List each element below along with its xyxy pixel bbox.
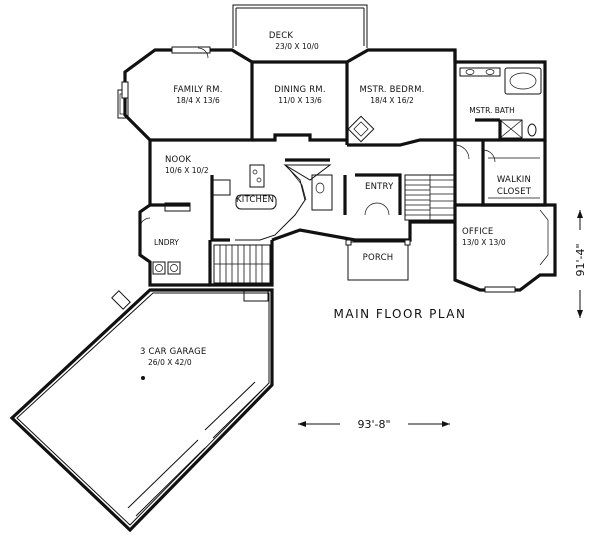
master-bath-label: MSTR. BATH	[469, 106, 514, 115]
interior-details	[117, 46, 549, 293]
master-bedroom-size: 18/4 X 16/2	[370, 96, 414, 105]
deck-size: 23/0 X 10/0	[275, 42, 319, 51]
office-label: OFFICE	[462, 227, 493, 237]
house-walls	[123, 48, 557, 292]
kitchen-label: KITCHEN	[236, 195, 274, 205]
porch-label: PORCH	[363, 253, 394, 263]
width-dimension: 93'-8"	[357, 418, 390, 431]
deck-label: DECK	[269, 31, 293, 41]
nook-size: 10/6 X 10/2	[165, 166, 209, 175]
garage-label: 3 CAR GARAGE	[140, 347, 206, 357]
office-size: 13/0 X 13/0	[462, 238, 506, 247]
family-room-label: FAMILY RM.	[173, 85, 222, 95]
entry-label: ENTRY	[365, 182, 394, 192]
stairs	[213, 174, 456, 284]
dining-room-label: DINING RM.	[274, 85, 326, 95]
master-bedroom-label: MSTR. BEDRM.	[359, 85, 424, 95]
family-room-size: 18/4 X 13/6	[176, 96, 220, 105]
plan-title: MAIN FLOOR PLAN	[334, 307, 467, 321]
width-dimension-line	[298, 421, 450, 427]
depth-dimension-line	[577, 210, 583, 318]
dining-room-size: 11/0 X 13/6	[278, 96, 322, 105]
deck-outline	[232, 4, 368, 48]
garage-outline	[9, 288, 274, 533]
depth-dimension: 91'-4"	[574, 243, 587, 276]
garage-size: 26/0 X 42/0	[148, 358, 192, 367]
walkin-closet-label-line2: CLOSET	[497, 187, 532, 197]
laundry-label: LNDRY	[154, 238, 179, 247]
walkin-closet-label-line1: WALKIN	[497, 175, 531, 185]
nook-label: NOOK	[165, 155, 191, 165]
